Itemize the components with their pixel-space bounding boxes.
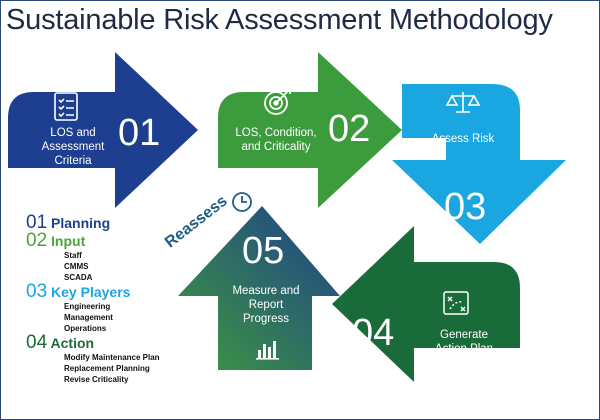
step-01-number: 01 [118,112,161,154]
legend-heading-01: 01 Planning [26,212,216,233]
step-01-label: LOS and Assessment Criteria [41,127,105,167]
step-03-label: Assess Risk [431,133,495,145]
clock-icon [232,192,252,212]
step-05-number: 05 [242,230,285,272]
legend-label-02: Input [51,233,86,249]
legend-item: Engineering [64,302,111,311]
step-04-arrow [332,226,520,382]
target-icon [264,88,291,115]
step-04-number: 04 [352,312,395,354]
page-title: Sustainable Risk Assessment Methodology [6,4,553,36]
legend-number-02: 02 [26,230,48,251]
legend-label-01: Planning [51,215,111,231]
legend-item: Management [64,313,113,322]
legend-number-04: 04 [26,332,48,353]
step-05-label: Measure and Report Progress [232,285,300,325]
legend-item: Modify Maintenance Plan [64,353,160,362]
step-03-number: 03 [444,186,487,228]
legend-number-03: 03 [26,281,48,302]
legend-number-01: 01 [26,212,48,233]
legend-heading-03: 03 Key Players [26,281,216,302]
step-01-arrow [8,52,198,208]
legend: 01 Planning 02 Input Staff CMMS SCADA 03… [26,212,216,385]
step-02-arrow [218,52,402,208]
step-02-label: LOS, Condition, and Criticality [235,127,317,153]
scales-icon [445,92,481,113]
legend-item: Operations [64,324,107,333]
step-05-arrow [178,206,340,370]
legend-heading-04: 04 Action [26,332,216,353]
step-04-label: Generate Action Plan [434,329,494,355]
step-03-arrow [392,84,566,244]
strategy-board-icon [443,291,469,315]
legend-label-03: Key Players [51,284,131,300]
legend-label-04: Action [50,335,95,351]
checklist-icon [54,92,78,121]
legend-heading-02: 02 Input [26,230,216,251]
step-02-number: 02 [328,108,371,150]
bar-chart-icon [256,341,279,360]
legend-item: Replacement Planning [64,364,150,373]
legend-item: Revise Criticality [64,375,129,384]
legend-item: CMMS [64,262,89,271]
legend-item: Staff [64,251,82,260]
legend-item: SCADA [64,273,93,282]
